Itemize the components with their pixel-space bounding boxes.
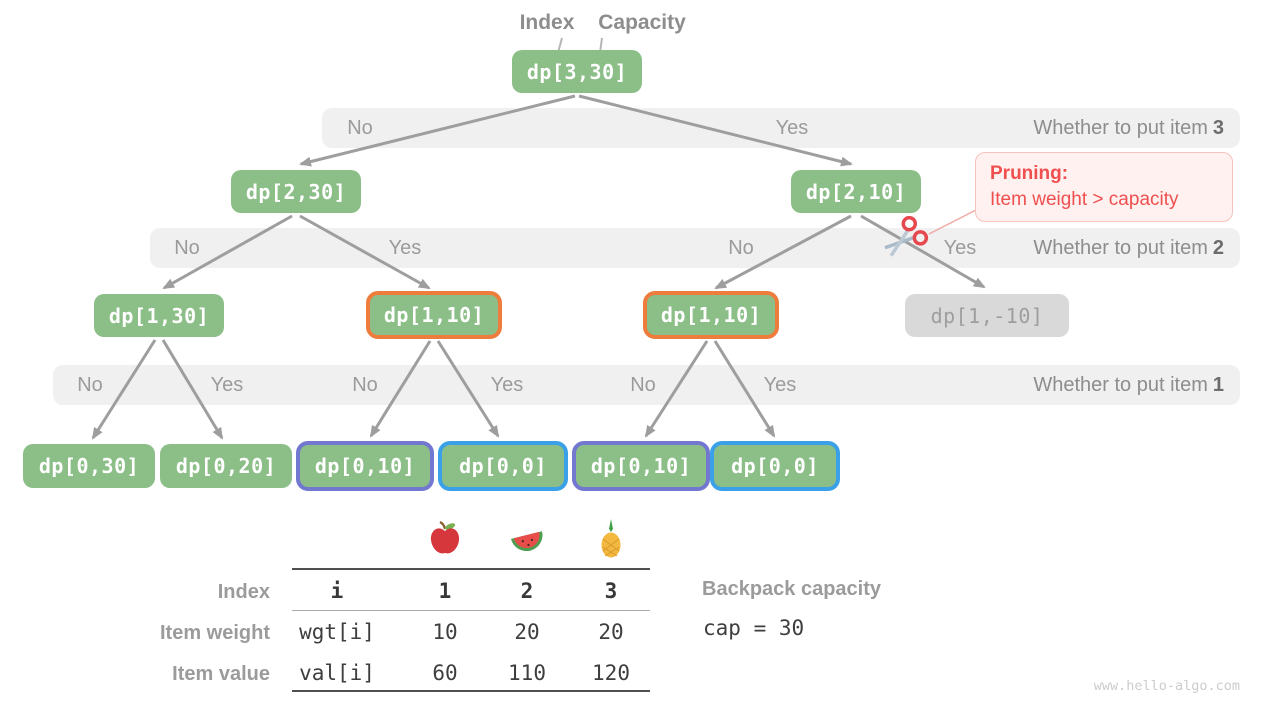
pineapple-icon	[601, 519, 621, 558]
node-dp-0-10-left: dp[0,10]	[296, 441, 434, 491]
node-dp-3-30: dp[3,30]	[512, 50, 642, 93]
band2-yes1-label: Yes	[388, 237, 422, 259]
watermelon-icon	[510, 531, 543, 552]
table-header-rule	[292, 610, 650, 611]
edge-210-1m10-pruned	[860, 214, 986, 289]
decision-band-item-1: No Yes No Yes No Yes Whether to put item…	[53, 365, 1240, 405]
node-dp-2-30: dp[2,30]	[231, 170, 361, 213]
band2-question-text: Whether to put item	[1033, 237, 1208, 259]
node-dp-0-10-right: dp[0,10]	[572, 441, 710, 491]
band3-yes-label: Yes	[775, 117, 809, 139]
band3-no-label: No	[347, 117, 373, 139]
band3-question-text: Whether to put item	[1033, 117, 1208, 139]
pruning-connector-line	[928, 209, 977, 235]
band2-yes2-label: Yes	[943, 237, 977, 259]
backpack-capacity-value: cap = 30	[703, 616, 805, 640]
node-dp-1-10-left: dp[1,10]	[366, 291, 502, 339]
index-axis-label: Index	[519, 11, 575, 34]
apple-icon	[430, 521, 460, 554]
table-value-key: val[i]	[299, 661, 375, 685]
edge-330-210	[578, 94, 853, 167]
table-value-1: 60	[432, 661, 458, 685]
band2-item-number: 2	[1212, 237, 1224, 259]
table-header-3: 3	[604, 579, 618, 603]
watermark: www.hello-algo.com	[1093, 678, 1240, 694]
node-dp-1-30: dp[1,30]	[94, 294, 224, 337]
tree-edges	[91, 94, 986, 440]
table-weight-2: 20	[514, 620, 540, 644]
band3-item-number: 3	[1212, 117, 1224, 139]
table-row-label-weight: Item weight	[159, 622, 270, 644]
edge-110a-010a	[369, 340, 432, 438]
node-dp-1-neg10-pruned: dp[1,-10]	[905, 294, 1069, 337]
band1-yes1-label: Yes	[210, 374, 244, 396]
edge-130-030	[91, 339, 157, 440]
band1-yes2-label: Yes	[490, 374, 524, 396]
pruning-body: Item weight > capacity	[990, 189, 1179, 210]
capacity-axis-label: Capacity	[598, 11, 686, 34]
node-dp-0-30: dp[0,30]	[23, 444, 155, 488]
node-dp-2-10: dp[2,10]	[791, 170, 921, 213]
band1-question-text: Whether to put item	[1033, 374, 1208, 396]
band1-no2-label: No	[352, 374, 378, 396]
node-dp-0-20: dp[0,20]	[160, 444, 292, 488]
table-weight-3: 20	[598, 620, 624, 644]
pruning-note: Pruning: Item weight > capacity	[975, 152, 1233, 222]
table-value-2: 110	[508, 661, 546, 685]
band1-item-number: 1	[1212, 374, 1224, 396]
pruning-title: Pruning:	[990, 163, 1069, 184]
edge-230-130	[162, 214, 293, 290]
band2-no2-label: No	[728, 237, 754, 259]
band1-no1-label: No	[77, 374, 103, 396]
table-header-2: 2	[520, 579, 534, 603]
band2-no1-label: No	[174, 237, 200, 259]
scissors-icon	[884, 215, 929, 257]
edge-110a-000a	[436, 340, 500, 438]
band1-no3-label: No	[630, 374, 656, 396]
table-header-1: 1	[438, 579, 452, 603]
table-weight-key: wgt[i]	[299, 620, 375, 644]
node-dp-0-0-right: dp[0,0]	[710, 441, 840, 491]
edge-330-230	[299, 94, 576, 167]
table-top-rule	[292, 568, 650, 570]
edge-230-110a	[299, 214, 431, 290]
table-header-i: i	[330, 579, 344, 603]
table-row-label-value: Item value	[172, 663, 270, 685]
table-bottom-rule	[292, 690, 650, 692]
edge-130-020	[161, 339, 224, 440]
edge-110b-010b	[644, 340, 709, 438]
table-weight-1: 10	[432, 620, 458, 644]
band1-yes3-label: Yes	[763, 374, 797, 396]
node-dp-1-10-right: dp[1,10]	[643, 291, 779, 339]
table-value-3: 120	[592, 661, 630, 685]
edge-210-110b	[714, 214, 852, 290]
table-row-label-index: Index	[217, 581, 270, 603]
backpack-capacity-label: Backpack capacity	[702, 578, 882, 600]
edge-110b-000b	[713, 340, 776, 438]
node-dp-0-0-left: dp[0,0]	[438, 441, 568, 491]
